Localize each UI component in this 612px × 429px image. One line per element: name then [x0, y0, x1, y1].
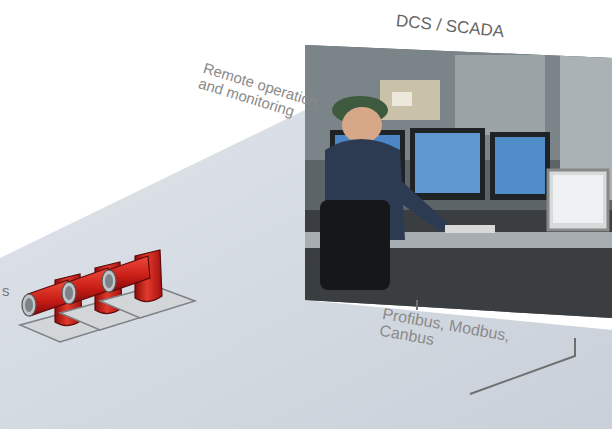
cut-label: s	[2, 283, 22, 299]
fieldbus-cable	[417, 300, 575, 394]
control-room-photo	[305, 40, 612, 325]
actuator-group	[20, 250, 195, 342]
panel-heading: DCS / SCADA	[395, 12, 566, 48]
dcs-panel: DCS / SCADA	[305, 4, 612, 304]
